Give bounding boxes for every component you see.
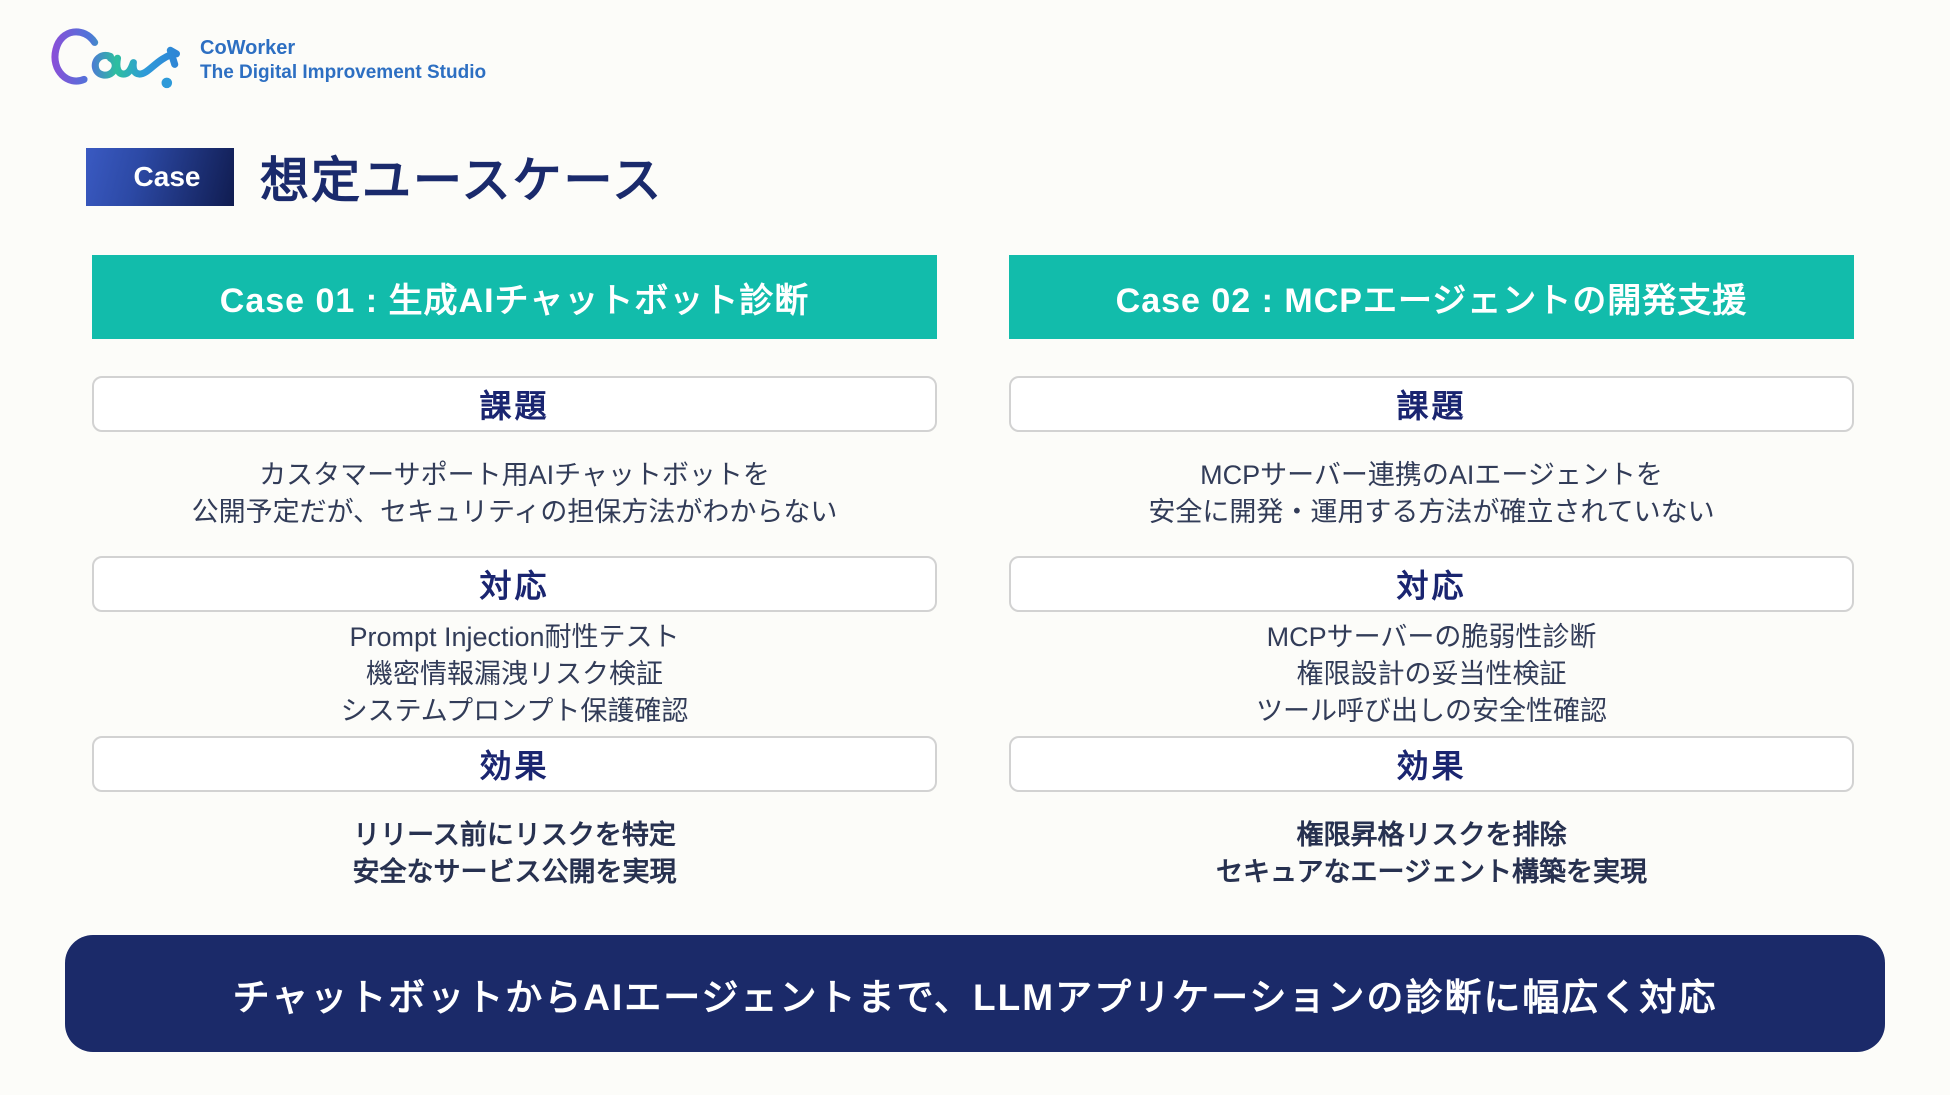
brand-tagline: The Digital Improvement Studio — [200, 61, 487, 83]
case2-issue-body: MCPサーバー連携のAIエージェントを 安全に開発・運用する方法が確立されていな… — [1009, 432, 1854, 556]
case2-issue-line-1: MCPサーバー連携のAIエージェントを — [1200, 460, 1663, 490]
case1-effect-line-1: リリース前にリスクを特定 — [353, 820, 676, 850]
case1-header: Case 01 : 生成AIチャットボット診断 — [92, 255, 937, 339]
case2-effect-label-box: 効果 — [1009, 736, 1854, 792]
case2-response-line-3: ツール呼び出しの安全性確認 — [1256, 695, 1607, 726]
logo-dot — [161, 77, 173, 89]
case1-issue-line-1: カスタマーサポート用AIチャットボットを — [259, 460, 770, 490]
case-columns: Case 01 : 生成AIチャットボット診断 課題 カスタマーサポート用AIチ… — [92, 255, 1854, 916]
case1-effect-body: リリース前にリスクを特定 安全なサービス公開を実現 — [92, 792, 937, 916]
case-column-1: Case 01 : 生成AIチャットボット診断 課題 カスタマーサポート用AIチ… — [92, 255, 937, 916]
brand-text: CoWorker The Digital Improvement Studio — [200, 35, 486, 86]
page-title: 想定ユースケース — [260, 154, 664, 208]
case2-issue-label-box: 課題 — [1009, 376, 1854, 432]
case1-response-line-1: Prompt Injection耐性テスト — [349, 621, 680, 652]
brand-name: CoWorker — [200, 36, 296, 59]
case1-effect-line-2: 安全なサービス公開を実現 — [352, 857, 677, 887]
case2-effect-line-1: 権限昇格リスクを排除 — [1296, 820, 1567, 850]
case1-issue-label-box: 課題 — [92, 376, 937, 432]
case2-effect-body: 権限昇格リスクを排除 セキュアなエージェント構築を実現 — [1009, 792, 1854, 916]
case2-issue-line-2: 安全に開発・運用する方法が確立されていない — [1148, 497, 1715, 527]
case2-effect-line-2: セキュアなエージェント構築を実現 — [1216, 857, 1647, 887]
title-row: Case 想定ユースケース — [86, 141, 663, 212]
case-column-2: Case 02 : MCPエージェントの開発支援 課題 MCPサーバー連携のAI… — [1009, 255, 1854, 916]
case1-issue-body: カスタマーサポート用AIチャットボットを 公開予定だが、セキュリティの担保方法が… — [92, 432, 937, 556]
case2-response-label-box: 対応 — [1009, 556, 1854, 612]
footer-banner: チャットボットからAIエージェントまで、LLMアプリケーションの診断に幅広く対応 — [65, 935, 1885, 1052]
case2-header: Case 02 : MCPエージェントの開発支援 — [1009, 255, 1854, 339]
case1-issue-line-2: 公開予定だが、セキュリティの担保方法がわからない — [191, 497, 838, 527]
case1-effect-label-box: 効果 — [92, 736, 937, 792]
case1-response-line-2: 機密情報漏洩リスク検証 — [366, 658, 663, 689]
case2-response-line-2: 権限設計の妥当性検証 — [1296, 658, 1567, 689]
footer-banner-text: チャットボットからAIエージェントまで、LLMアプリケーションの診断に幅広く対応 — [232, 976, 1718, 1018]
case1-response-label-box: 対応 — [92, 556, 937, 612]
case2-response-body: MCPサーバーの脆弱性診断 権限設計の妥当性検証 ツール呼び出しの安全性確認 — [1009, 612, 1854, 736]
case1-response-line-3: システムプロンプト保護確認 — [340, 695, 689, 726]
case1-response-body: Prompt Injection耐性テスト 機密情報漏洩リスク検証 システムプロ… — [92, 612, 937, 736]
case-badge: Case — [86, 147, 234, 206]
case2-response-line-1: MCPサーバーの脆弱性診断 — [1266, 621, 1597, 652]
brand-header: CoWorker The Digital Improvement Studio — [38, 16, 486, 104]
coworker-logo-icon — [51, 28, 180, 89]
